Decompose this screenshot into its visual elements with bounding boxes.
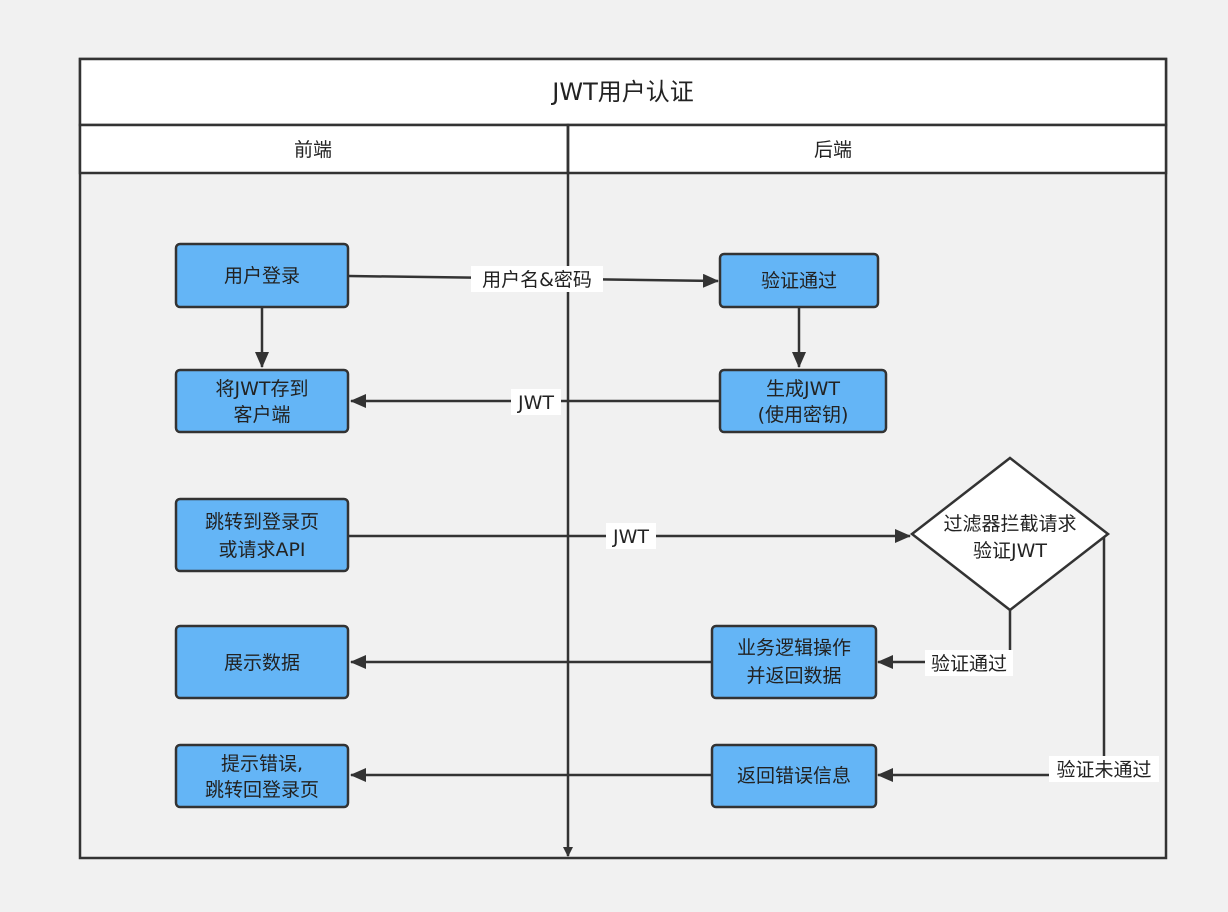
lane-header-left xyxy=(78,123,570,175)
node-redirect-line2: 或请求API xyxy=(218,539,305,561)
edge-label-credentials: 用户名&密码 xyxy=(482,269,592,291)
node-filter-line2: 验证JWT xyxy=(973,540,1047,562)
label-bg-credentials xyxy=(471,266,603,292)
node-filter: 过滤器拦截请求 验证JWT xyxy=(909,456,1111,612)
node-gen-jwt: 生成JWT (使用密钥) xyxy=(718,368,888,434)
lane-label-backend: 后端 xyxy=(814,139,852,161)
node-show-error: 提示错误, 跳转回登录页 xyxy=(174,743,350,809)
node-business-line2: 并返回数据 xyxy=(746,665,841,687)
node-verify-pass-line1: 验证通过 xyxy=(761,270,837,292)
lane-label-frontend: 前端 xyxy=(294,139,332,161)
node-login-line1: 用户登录 xyxy=(224,265,300,287)
label-bg-verified xyxy=(925,650,1013,676)
lane-header-right xyxy=(566,123,1168,175)
node-return-error: 返回错误信息 xyxy=(710,743,878,809)
edge-label-not-verified: 验证未通过 xyxy=(1056,759,1151,781)
node-business: 业务逻辑操作 并返回数据 xyxy=(710,624,878,700)
diagram-title: JWT用户认证 xyxy=(550,78,693,106)
label-bg-jwt-forward xyxy=(606,523,656,549)
node-return-error-line1: 返回错误信息 xyxy=(737,765,851,787)
node-login: 用户登录 xyxy=(174,242,350,309)
label-bg-jwt-back xyxy=(511,389,561,415)
node-show-error-line2: 跳转回登录页 xyxy=(205,779,319,801)
pool-frame xyxy=(78,57,1168,860)
node-verify-pass: 验证通过 xyxy=(718,252,880,309)
node-filter-line1: 过滤器拦截请求 xyxy=(943,513,1076,535)
edge-label-jwt-back: JWT xyxy=(517,392,554,414)
node-gen-jwt-line1: 生成JWT xyxy=(766,378,840,400)
edge-label-verified: 验证通过 xyxy=(931,653,1007,675)
node-store-jwt-line1: 将JWT存到 xyxy=(216,378,309,400)
node-redirect: 跳转到登录页 或请求API xyxy=(174,497,350,573)
node-business-line1: 业务逻辑操作 xyxy=(737,637,851,659)
node-show-data: 展示数据 xyxy=(174,624,350,700)
node-gen-jwt-line2: (使用密钥) xyxy=(758,404,849,426)
title-band xyxy=(78,57,1168,127)
node-show-error-line1: 提示错误, xyxy=(221,753,303,775)
node-store-jwt-line2: 客户端 xyxy=(233,404,290,426)
edge-label-jwt-forward: JWT xyxy=(612,526,649,548)
label-bg-not-verified xyxy=(1049,756,1159,782)
node-store-jwt: 将JWT存到 客户端 xyxy=(174,368,350,434)
node-show-data-line1: 展示数据 xyxy=(224,652,300,674)
node-redirect-line1: 跳转到登录页 xyxy=(205,511,319,533)
